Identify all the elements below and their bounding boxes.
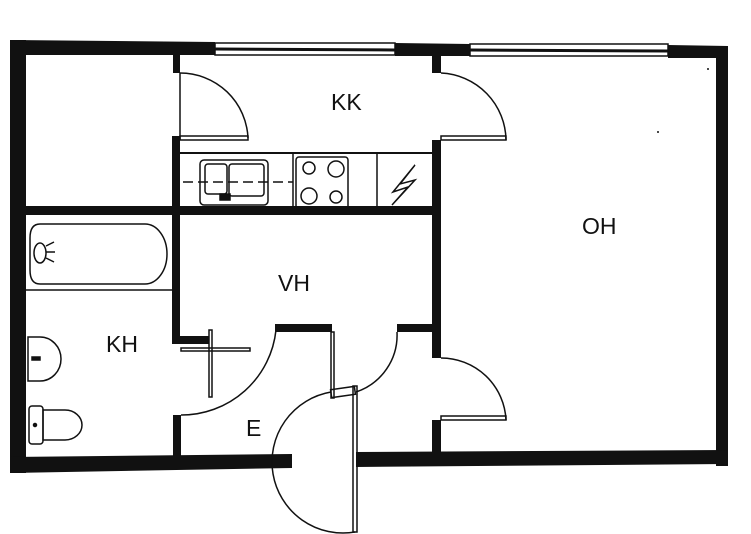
wall-kitchen-left (172, 136, 180, 336)
outer-wall-right (716, 46, 728, 466)
electric-panel-icon (390, 164, 418, 206)
window-top-left (214, 42, 396, 56)
wall-bath-door-stub (172, 336, 209, 344)
sink-icon (199, 159, 269, 206)
room-label-bathroom: KH (106, 331, 138, 357)
outer-wall-left (10, 40, 26, 473)
wall-vh-bottom-left (275, 324, 332, 332)
room-label-storage: VH (278, 270, 310, 296)
door-living (440, 72, 507, 141)
washbasin-icon (27, 336, 62, 382)
outer-wall-top-right (668, 45, 728, 58)
outer-wall-top (10, 40, 215, 55)
wall-entry-left (173, 415, 181, 457)
outer-wall-bottom-left (10, 454, 292, 473)
dot (657, 131, 659, 133)
door-bathroom (180, 329, 277, 416)
toilet-icon (28, 405, 83, 445)
door-kitchen (179, 72, 249, 141)
outer-wall-top-mid (395, 43, 470, 56)
wall-stub (173, 55, 180, 73)
door-living-entry (440, 357, 507, 421)
room-label-living-room: OH (582, 213, 617, 239)
room-label-entrance: E (246, 415, 262, 441)
door-entrance (271, 385, 358, 534)
wall-kitchen-right (432, 140, 441, 358)
window-top-right (469, 43, 669, 57)
walls (10, 40, 728, 473)
dot (707, 68, 709, 70)
wall-vh-bottom-right (397, 324, 434, 332)
wall-oh-door-stub (432, 420, 441, 452)
bathtub-icon (29, 223, 168, 285)
wall-kitchen-right-stub (432, 55, 441, 73)
room-label-kitchen: KK (331, 89, 362, 115)
outer-wall-bottom-right (356, 450, 728, 467)
stove-icon (295, 156, 349, 210)
wall-middle-horizontal (25, 206, 435, 215)
